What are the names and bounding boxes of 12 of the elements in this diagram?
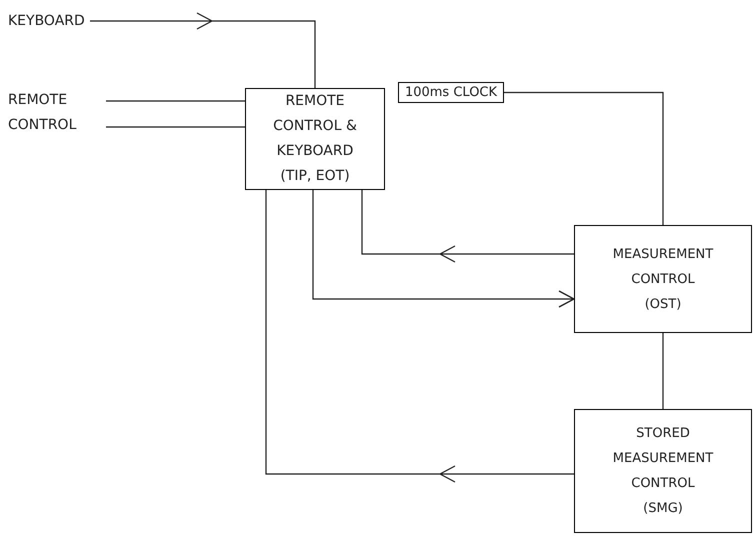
process-box: REMOTE CONTROL & KEYBOARD (TIP, EOT) — [245, 88, 385, 190]
process-box: STORED MEASUREMENT CONTROL (SMG) — [574, 409, 752, 533]
arrow — [361, 189, 575, 263]
arrow — [89, 12, 316, 89]
clock-box: 100ms CLOCK — [398, 82, 504, 103]
arrow — [312, 190, 575, 308]
connector-line — [106, 126, 245, 128]
connector-line — [106, 100, 245, 102]
connector-line — [504, 92, 664, 225]
connector-line — [662, 333, 664, 409]
arrow — [265, 189, 575, 483]
process-box: MEASUREMENT CONTROL (OST) — [574, 225, 752, 333]
